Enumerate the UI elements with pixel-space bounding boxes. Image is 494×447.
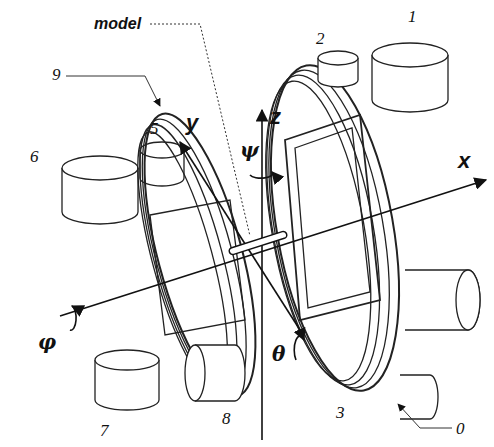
callout-number: 8 [222, 410, 231, 427]
magnet-top [372, 43, 448, 67]
axis-label: y [186, 112, 198, 134]
callout-number: 9 [52, 66, 61, 83]
callout-number: 6 [30, 148, 39, 165]
inner-frame [285, 115, 380, 320]
rotation-arrow [250, 172, 273, 178]
x-axis [60, 180, 486, 316]
y-axis [180, 142, 300, 330]
magnet-body [405, 270, 480, 330]
axis-label: z [270, 106, 281, 128]
model-rod [228, 231, 287, 256]
leader-line [150, 24, 250, 236]
magnet-end [456, 270, 480, 330]
rotation-arrow [294, 336, 304, 360]
magnet-top [95, 350, 159, 370]
callout-number: 0 [456, 420, 465, 437]
axis-label: θ [272, 344, 285, 364]
axis-label: x [458, 150, 470, 172]
magnet-top [318, 51, 358, 65]
callout-number: 2 [316, 30, 325, 47]
rotation-arrow [70, 306, 76, 330]
callout-number: 1 [408, 8, 417, 25]
callout-number: 5 [150, 120, 159, 137]
ring-9 [116, 103, 279, 408]
axis-label: φ [38, 332, 56, 352]
leader-line [398, 404, 452, 428]
callout-label: model [94, 16, 141, 32]
callout-number: 3 [336, 404, 345, 421]
leader-line [66, 76, 160, 106]
z-axis [261, 110, 263, 440]
inner-frame [295, 128, 370, 308]
axis-label: ψ [240, 140, 259, 160]
magnet-top [62, 156, 138, 180]
magnet-end [185, 345, 205, 401]
callout-number: 7 [100, 422, 109, 439]
